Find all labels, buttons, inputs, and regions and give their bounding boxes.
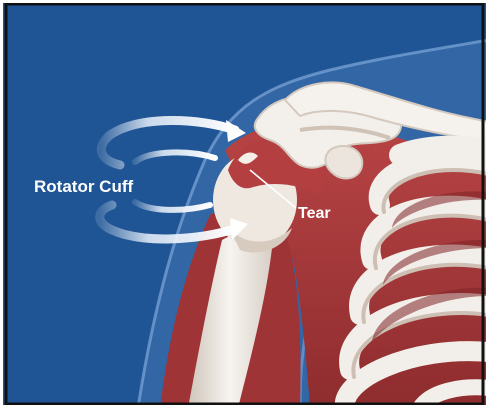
tear-label: Tear bbox=[298, 205, 331, 222]
rotator-cuff-label: Rotator Cuff bbox=[34, 177, 133, 196]
